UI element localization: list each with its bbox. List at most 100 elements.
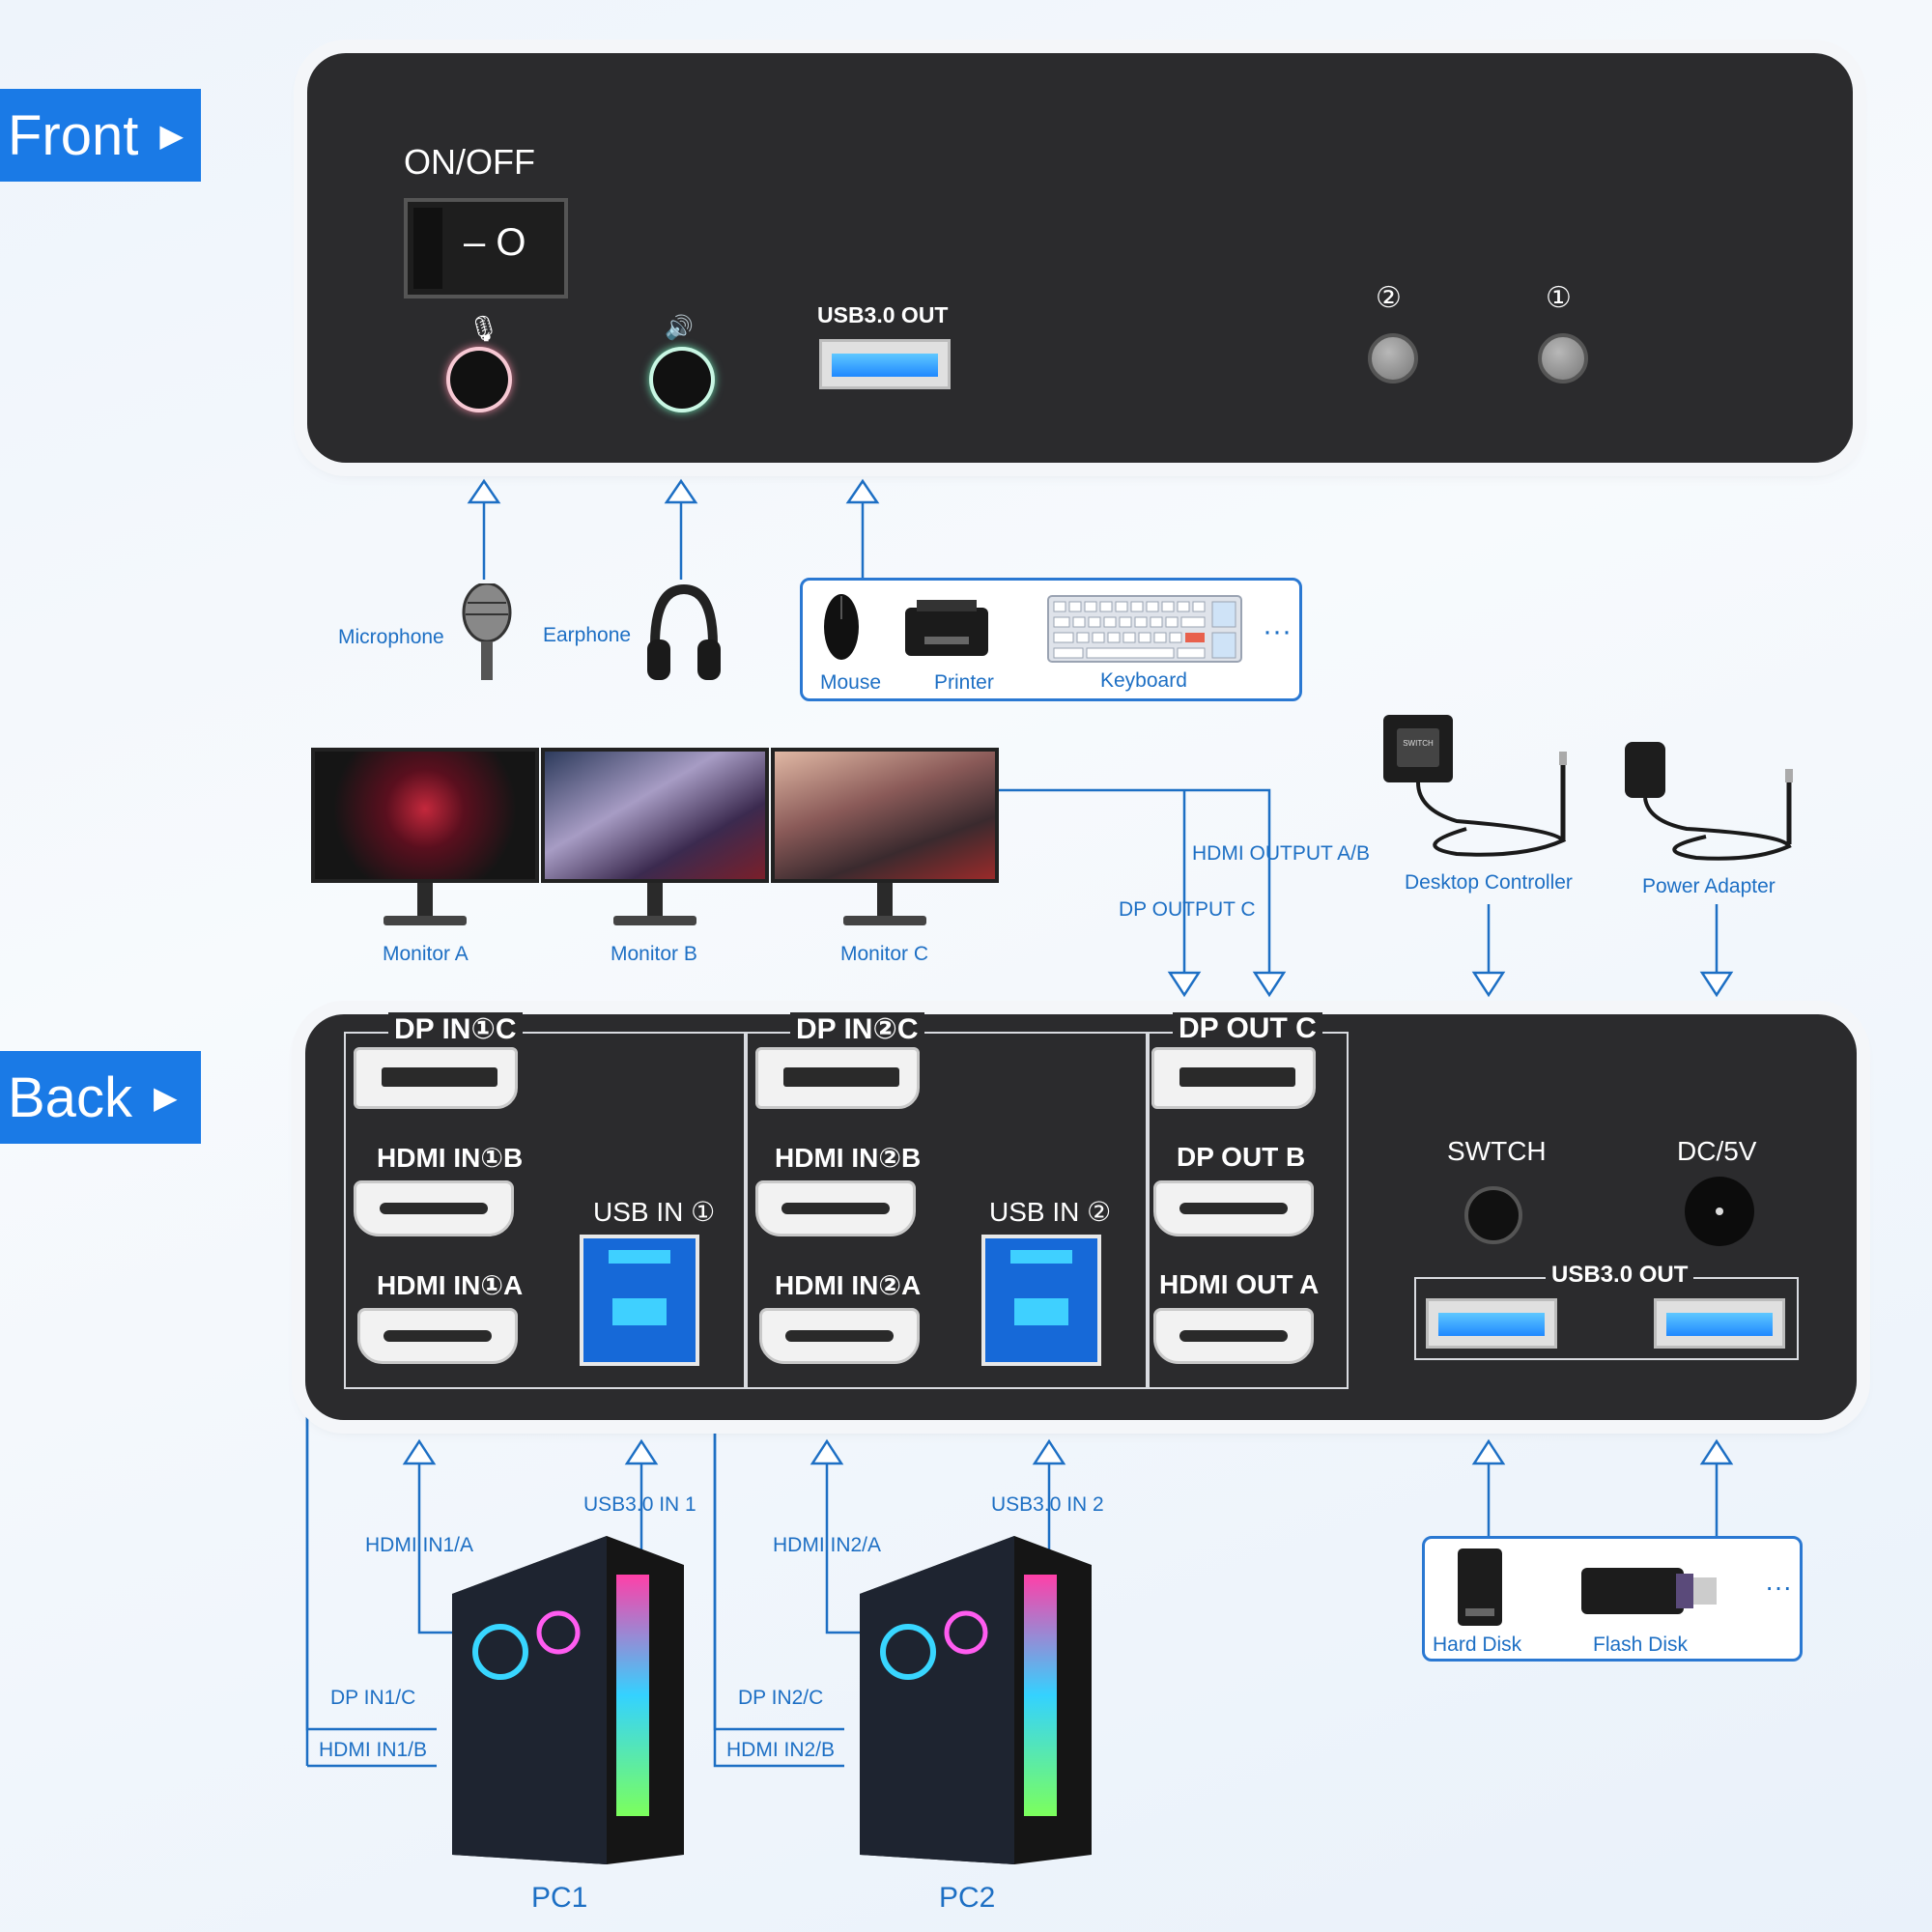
g2-title: DP IN②C — [790, 1012, 924, 1046]
monitor-b — [541, 748, 769, 925]
desktop-controller-label: Desktop Controller — [1405, 871, 1573, 894]
button-1-label: ① — [1546, 282, 1572, 314]
printer-icon — [905, 600, 988, 656]
g1-title: DP IN①C — [388, 1012, 523, 1046]
hdmi-in-1b-port[interactable] — [354, 1180, 514, 1236]
monitor-a — [311, 748, 539, 925]
dc-power-jack[interactable] — [1685, 1177, 1754, 1246]
back-tag: Back ▶ — [0, 1051, 201, 1144]
back-usb-out-label: USB3.0 OUT — [1546, 1262, 1694, 1289]
front-tag-label: Front — [8, 103, 139, 167]
usb-devices-box: Mouse Printer Keyboard ··· — [800, 578, 1302, 701]
hard-disk-label: Hard Disk — [1433, 1634, 1522, 1656]
g1-hdmia-label: HDMI IN①A — [377, 1270, 524, 1300]
pc1-tower-icon — [452, 1536, 684, 1864]
hard-disk-icon — [1458, 1548, 1502, 1626]
switch-label: SWTCH — [1447, 1136, 1547, 1166]
front-tag-arrow-icon: ▶ — [159, 118, 184, 153]
usb-in2-label: USB3.0 IN 2 — [991, 1493, 1104, 1516]
back-usb-out-port-1[interactable] — [1426, 1298, 1557, 1349]
g2-hdmib-label: HDMI IN②B — [775, 1143, 922, 1173]
dp-out-b-port[interactable] — [1153, 1180, 1314, 1236]
dp-in-2-port[interactable] — [755, 1047, 920, 1109]
back-tag-arrow-icon: ▶ — [153, 1080, 178, 1115]
power-adapter-icon — [1625, 742, 1793, 861]
power-switch[interactable]: – O — [404, 198, 568, 298]
pc2-label: PC2 — [939, 1882, 996, 1914]
pc1-label: PC1 — [531, 1882, 588, 1914]
speaker-icon: 🔊 — [665, 315, 694, 341]
keyboard-icon — [1047, 595, 1242, 663]
output-group: DP OUT C DP OUT B HDMI OUT A — [1148, 1012, 1349, 1389]
power-switch-glyph: – O — [464, 221, 526, 264]
power-adapter-label: Power Adapter — [1642, 875, 1776, 897]
usb-in-2-port[interactable] — [981, 1235, 1101, 1366]
switch-jack[interactable] — [1464, 1186, 1522, 1244]
hdmi-in-1a-port[interactable] — [357, 1308, 518, 1364]
front-panel: ON/OFF – O 🎙 🔊 USB3.0 OUT ② ① — [307, 53, 1853, 463]
headphones-icon — [647, 583, 721, 680]
hdmi-in1a-label: HDMI IN1/A — [365, 1534, 474, 1556]
monitor-c — [771, 748, 999, 925]
dc-label: DC/5V — [1677, 1136, 1757, 1166]
pc2-tower-icon — [860, 1536, 1092, 1864]
pc2-input-group: DP IN②C HDMI IN②B HDMI IN②A USB IN ② — [746, 1012, 1148, 1389]
microphone-label: Microphone — [338, 626, 444, 648]
mouse-label: Mouse — [820, 671, 882, 694]
microphone-jack[interactable] — [450, 351, 508, 409]
hdmi-output-ab-label: HDMI OUTPUT A/B — [1192, 842, 1370, 865]
back-tag-label: Back — [8, 1065, 132, 1129]
earphone-label: Earphone — [543, 624, 632, 646]
flash-disk-label: Flash Disk — [1593, 1634, 1689, 1656]
more-devices-indicator: ··· — [1263, 615, 1292, 647]
g3-title: DP OUT C — [1173, 1012, 1322, 1045]
monitor-c-label: Monitor C — [840, 943, 929, 965]
flash-disk-icon — [1581, 1568, 1717, 1614]
g3-dpb-label: DP OUT B — [1177, 1142, 1306, 1172]
more-storage-indicator: ··· — [1765, 1572, 1792, 1602]
earphone-jack[interactable] — [653, 351, 711, 409]
monitor-b-label: Monitor B — [611, 943, 697, 965]
onoff-label: ON/OFF — [404, 142, 535, 182]
back-usb-out-port-2[interactable] — [1654, 1298, 1785, 1349]
front-usb-port[interactable] — [819, 339, 951, 389]
desktop-controller-icon: SWITCH — [1383, 715, 1567, 857]
monitor-a-screen — [311, 748, 539, 883]
hdmi-out-a-port[interactable] — [1153, 1308, 1314, 1364]
controller-switch-text: SWITCH — [1403, 739, 1434, 748]
usb-in-1-port[interactable] — [580, 1235, 699, 1366]
hdmi-in2b-label: HDMI IN2/B — [726, 1739, 836, 1761]
pc1-select-button[interactable] — [1538, 333, 1588, 384]
hdmi-in1b-label: HDMI IN1/B — [319, 1739, 428, 1761]
front-usb-out-label: USB3.0 OUT — [817, 302, 949, 327]
mouse-icon — [824, 594, 859, 660]
g1-usb-label: USB IN ① — [593, 1197, 716, 1227]
back-usb-out-group: USB3.0 OUT — [1414, 1262, 1799, 1360]
dp-in1c-label: DP IN1/C — [330, 1687, 416, 1709]
monitor-a-label: Monitor A — [383, 943, 469, 965]
dp-out-c-port[interactable] — [1151, 1047, 1316, 1109]
printer-label: Printer — [934, 671, 994, 694]
storage-devices-box: Hard Disk Flash Disk ··· — [1422, 1536, 1803, 1662]
usb-in1-label: USB3.0 IN 1 — [583, 1493, 696, 1516]
g3-hdmia-label: HDMI OUT A — [1159, 1269, 1320, 1299]
pc2-select-button[interactable] — [1368, 333, 1418, 384]
hdmi-in-2b-port[interactable] — [755, 1180, 916, 1236]
monitor-b-screen — [541, 748, 769, 883]
monitor-c-screen — [771, 748, 999, 883]
dp-in2c-label: DP IN2/C — [738, 1687, 824, 1709]
keyboard-label: Keyboard — [1100, 669, 1187, 692]
button-2-label: ② — [1376, 282, 1402, 314]
g1-hdmib-label: HDMI IN①B — [377, 1143, 524, 1173]
microphone-icon: 🎙 — [468, 314, 500, 343]
back-panel: DP IN①C HDMI IN①B HDMI IN①A USB IN ① DP … — [305, 1012, 1857, 1420]
dp-output-c-label: DP OUTPUT C — [1119, 898, 1256, 921]
microphone-device-icon — [462, 583, 512, 680]
hdmi-in2a-label: HDMI IN2/A — [773, 1534, 882, 1556]
front-tag: Front ▶ — [0, 89, 201, 182]
g2-hdmia-label: HDMI IN②A — [775, 1270, 922, 1300]
hdmi-in-2a-port[interactable] — [759, 1308, 920, 1364]
dp-in-1-port[interactable] — [354, 1047, 518, 1109]
g2-usb-label: USB IN ② — [989, 1197, 1112, 1227]
pc1-input-group: DP IN①C HDMI IN①B HDMI IN①A USB IN ① — [344, 1012, 746, 1389]
